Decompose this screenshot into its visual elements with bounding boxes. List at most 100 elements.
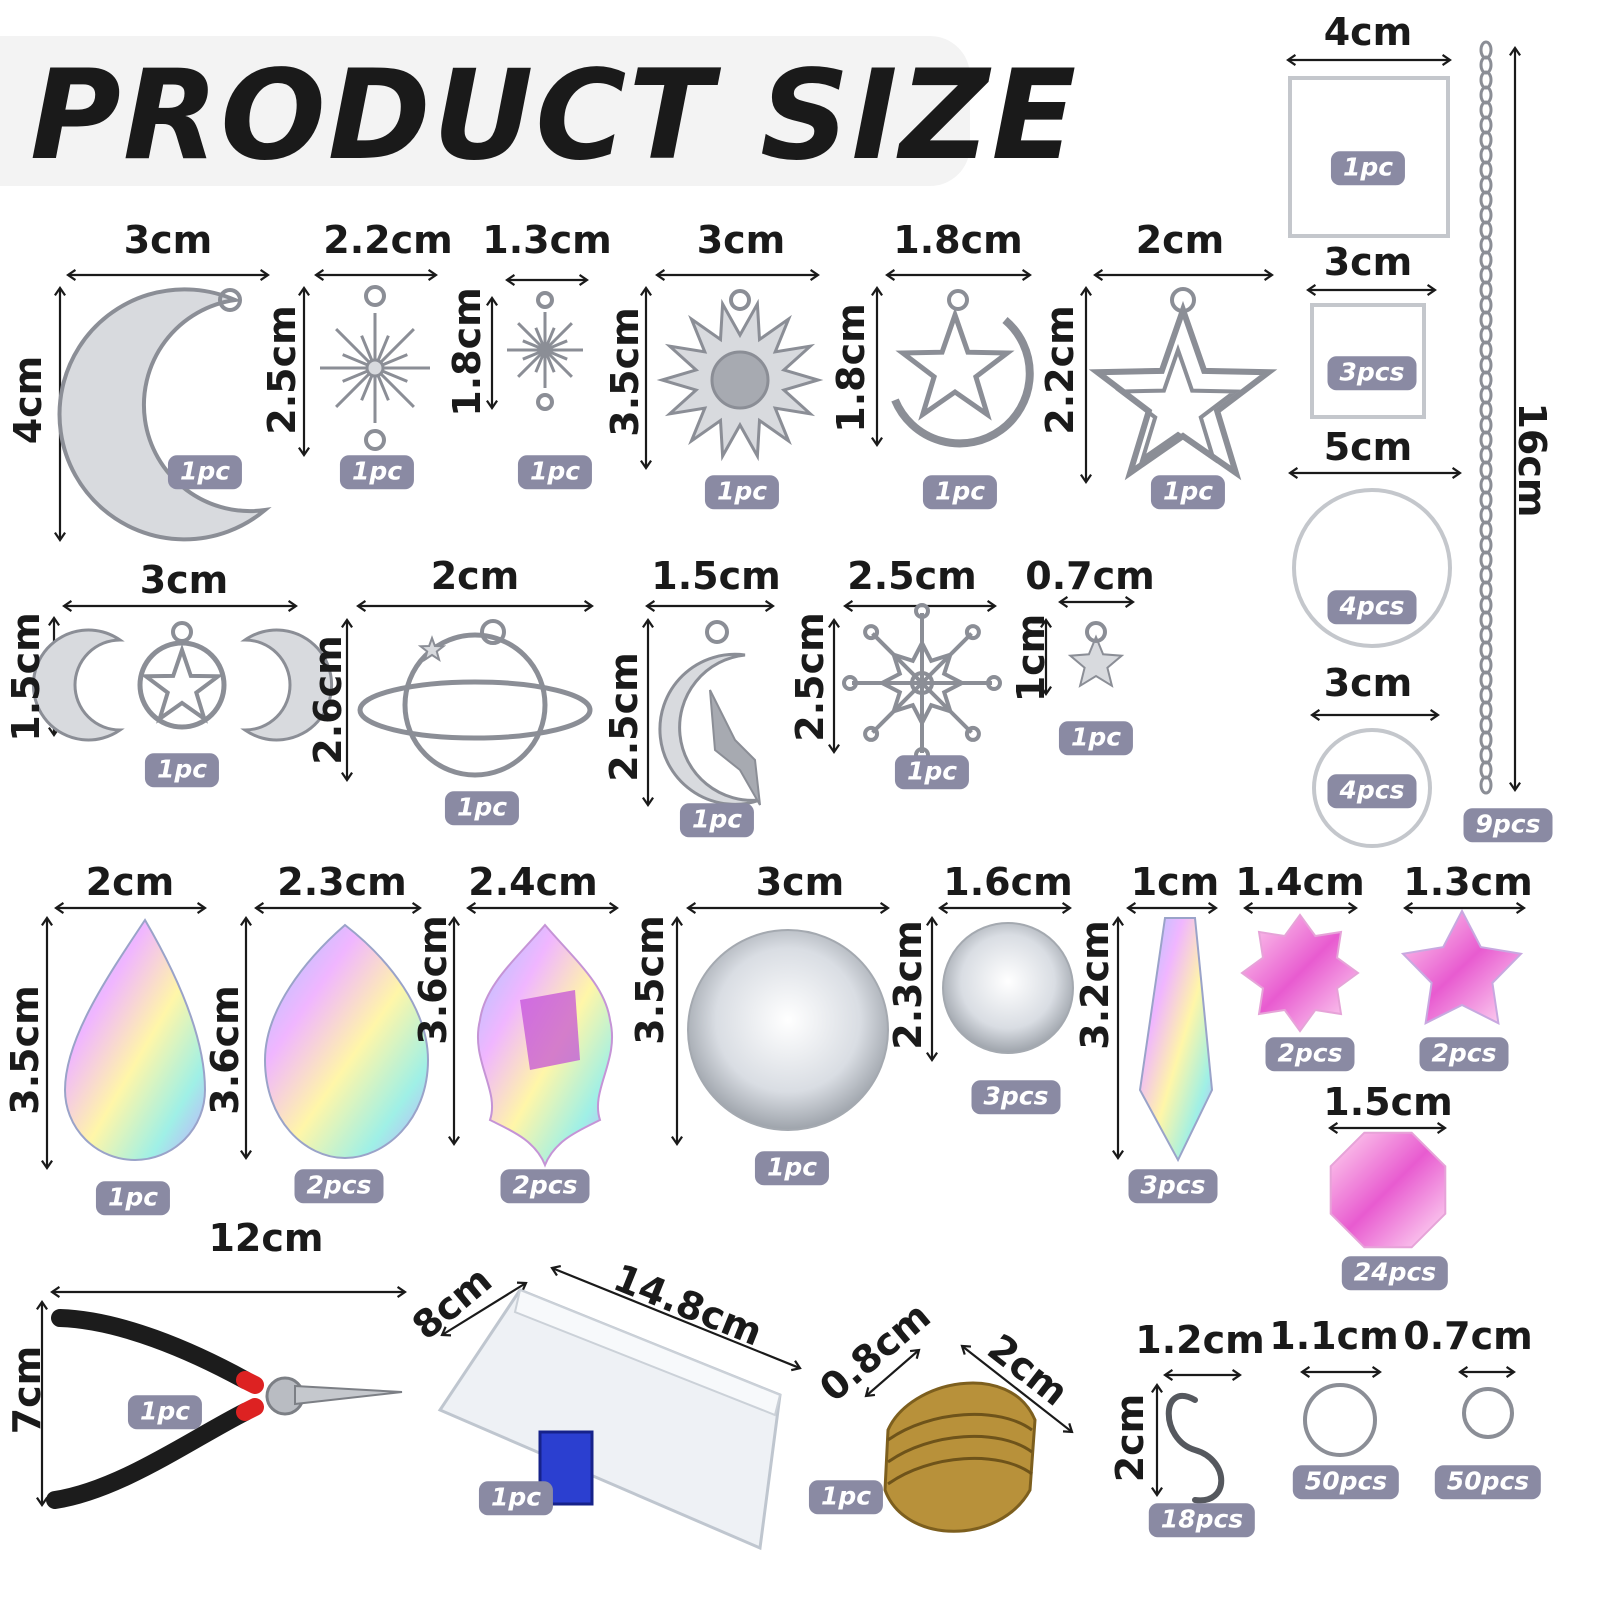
height-label: 3.6cm xyxy=(203,985,247,1115)
s-hook-icon xyxy=(1165,1393,1225,1504)
height-label: 1.8cm xyxy=(445,287,489,417)
quantity-badge: 3pcs xyxy=(1128,1169,1218,1203)
jump-ring-icon xyxy=(1303,1383,1377,1457)
square-frame-icon xyxy=(1288,76,1450,238)
flower-bead-icon xyxy=(1240,913,1360,1033)
planet-icon xyxy=(402,632,548,778)
height-dimension-line xyxy=(240,916,252,1160)
height-label: 2.5cm xyxy=(260,305,304,435)
width-label: 2.3cm xyxy=(277,860,407,904)
quantity-badge: 1pc xyxy=(167,455,243,489)
width-label: 1cm xyxy=(1130,860,1220,904)
height-label: 2.5cm xyxy=(602,652,646,782)
width-dimension-line xyxy=(62,600,298,612)
quantity-badge: 50pcs xyxy=(1434,1465,1542,1499)
fairy-moon-icon xyxy=(658,652,761,806)
quantity-badge: 2pcs xyxy=(1419,1037,1509,1071)
width-dimension-line xyxy=(505,274,589,286)
quantity-badge: 4pcs xyxy=(1327,590,1417,624)
loop-icon xyxy=(171,621,193,643)
width-label: 3cm xyxy=(1323,240,1413,284)
height-label: 1cm xyxy=(1009,613,1053,703)
width-label: 3cm xyxy=(123,218,213,262)
width-dimension-line xyxy=(1126,902,1218,914)
width-dimension-line xyxy=(50,1286,407,1298)
star-icon xyxy=(1067,634,1125,688)
quantity-badge: 1pc xyxy=(517,455,593,489)
height-label: 4cm xyxy=(6,355,50,445)
quantity-badge: 1pc xyxy=(679,803,755,837)
quantity-badge: 2pcs xyxy=(294,1169,384,1203)
starburst-icon xyxy=(320,313,430,423)
width-label: 1.5cm xyxy=(651,554,781,598)
quantity-badge: 1pc xyxy=(444,791,520,825)
width-label: 2.2cm xyxy=(323,218,453,262)
height-label: 2.6cm xyxy=(306,635,350,765)
ring-icon xyxy=(1292,488,1452,648)
width-dimension-line xyxy=(960,1344,1074,1434)
height-dimension-line xyxy=(640,286,652,470)
width-dimension-line xyxy=(1403,902,1526,914)
quantity-badge: 50pcs xyxy=(1292,1465,1400,1499)
width-dimension-line xyxy=(938,902,1072,914)
height-dimension-line xyxy=(828,618,840,754)
quantity-badge: 3pcs xyxy=(1327,356,1417,390)
height-dimension-line xyxy=(36,1300,48,1507)
crescent-moon-icon xyxy=(57,287,272,542)
width-dimension-line xyxy=(645,600,775,612)
height-label: 3.5cm xyxy=(3,985,47,1115)
width-dimension-line xyxy=(1058,596,1135,608)
width-dimension-line xyxy=(466,902,619,914)
quantity-badge: 3pcs xyxy=(971,1080,1061,1114)
height-label: 1.8cm xyxy=(829,303,873,433)
width-dimension-line xyxy=(550,1264,802,1372)
width-label: 2cm xyxy=(85,860,175,904)
star-bead-icon xyxy=(1400,908,1524,1025)
height-dimension-line xyxy=(1040,618,1052,696)
width-dimension-line xyxy=(254,902,422,914)
width-dimension-line xyxy=(655,269,820,281)
height-dimension-line xyxy=(41,916,53,1170)
width-label: 1.1cm xyxy=(1269,1314,1399,1358)
width-label: 1.6cm xyxy=(943,860,1073,904)
leaf-crystal-icon xyxy=(263,923,430,1160)
loop-icon xyxy=(364,285,386,307)
jump-ring-icon xyxy=(1462,1387,1514,1439)
starburst-icon xyxy=(507,312,583,388)
loop-icon xyxy=(536,393,554,411)
quantity-badge: 1pc xyxy=(1058,721,1134,755)
page-title: PRODUCT SIZE xyxy=(30,44,1079,188)
width-dimension-line xyxy=(1286,54,1452,66)
loop-icon xyxy=(947,289,969,311)
height-dimension-line xyxy=(298,286,310,457)
height-dimension-line xyxy=(864,1348,921,1398)
quantity-badge: 1pc xyxy=(808,1480,884,1514)
quantity-badge: 1pc xyxy=(1330,151,1406,185)
quantity-badge: 2pcs xyxy=(500,1169,590,1203)
loop-icon xyxy=(1085,621,1107,643)
height-dimension-line xyxy=(1112,916,1124,1160)
quantity-badge: 1pc xyxy=(478,1481,554,1515)
width-label: 1.2cm xyxy=(1135,1318,1265,1362)
width-label: 2.5cm xyxy=(847,554,977,598)
height-dimension-line xyxy=(440,1281,528,1337)
height-label: 3.5cm xyxy=(628,915,672,1045)
width-dimension-line xyxy=(686,902,890,914)
snowflake-icon xyxy=(842,603,1002,763)
width-dimension-line xyxy=(1288,467,1462,479)
width-dimension-line xyxy=(1458,1366,1516,1378)
height-label: 2.3cm xyxy=(886,920,930,1050)
width-label: 1.3cm xyxy=(1403,860,1533,904)
quantity-badge: 1pc xyxy=(1150,475,1226,509)
height-label: 16cm xyxy=(1510,402,1554,518)
width-dimension-line xyxy=(1328,1122,1447,1134)
height-label: 1.5cm xyxy=(4,612,48,742)
width-dimension-line xyxy=(1093,269,1274,281)
width-dimension-line xyxy=(1306,284,1437,296)
quantity-badge: 1pc xyxy=(127,1395,203,1429)
ring-icon xyxy=(1312,728,1432,848)
pentagram-moon-icon xyxy=(891,316,1034,448)
height-label: 2.5cm xyxy=(788,612,832,742)
quantity-badge: 4pcs xyxy=(1327,774,1417,808)
